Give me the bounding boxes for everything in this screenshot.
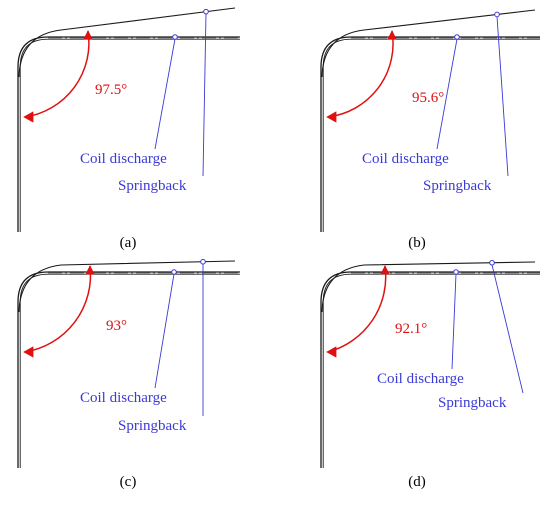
coil-discharge-label: Coil discharge bbox=[80, 390, 167, 406]
angle-arrowhead-bottom bbox=[326, 346, 337, 358]
angle-arrowhead-bottom bbox=[326, 111, 337, 123]
springback-label: Springback bbox=[118, 418, 187, 434]
profile-outer-line bbox=[17, 271, 240, 468]
profile-inner-line bbox=[322, 38, 540, 232]
coil-discharge-label: Coil discharge bbox=[80, 151, 167, 167]
panel-caption: (a) bbox=[120, 235, 137, 251]
panel-caption: (c) bbox=[120, 474, 137, 490]
angle-label: 92.1° bbox=[395, 321, 427, 337]
coil-discharge-label: Coil discharge bbox=[362, 151, 449, 167]
coil-discharge-leader bbox=[451, 273, 457, 370]
profile-outer-line bbox=[320, 271, 540, 468]
coil-discharge-leader bbox=[154, 38, 176, 150]
profile-inner-line bbox=[19, 273, 240, 468]
springback-label: Springback bbox=[118, 178, 187, 194]
springback-marker bbox=[489, 259, 495, 266]
profile-outer-line bbox=[17, 36, 240, 232]
coil-discharge-marker bbox=[171, 269, 177, 275]
coil-discharge-marker bbox=[172, 34, 178, 40]
angle-arrowhead-top bbox=[387, 30, 397, 40]
springback-profile-line bbox=[321, 9, 536, 78]
springback-leader bbox=[491, 264, 524, 394]
angle-arc bbox=[327, 265, 387, 353]
coil-discharge-leader bbox=[436, 38, 458, 150]
springback-profile-line bbox=[321, 261, 536, 313]
springback-label: Springback bbox=[438, 395, 507, 411]
profile-outer-line bbox=[320, 36, 540, 232]
angle-arrowhead-top bbox=[83, 30, 93, 40]
angle-arc bbox=[327, 30, 394, 118]
angle-arrowhead-bottom bbox=[23, 111, 34, 123]
springback-label: Springback bbox=[423, 178, 492, 194]
panel-caption: (b) bbox=[408, 235, 426, 251]
springback-marker bbox=[494, 11, 500, 18]
springback-marker bbox=[200, 258, 206, 265]
coil-discharge-marker bbox=[454, 34, 460, 40]
angle-label: 95.6° bbox=[412, 90, 444, 106]
springback-profile-line bbox=[18, 260, 236, 313]
angle-arrowhead-top bbox=[85, 265, 95, 275]
coil-discharge-leader bbox=[154, 273, 175, 389]
angle-label: 97.5° bbox=[95, 82, 127, 98]
coil-discharge-marker bbox=[453, 269, 459, 275]
angle-arc bbox=[24, 265, 92, 353]
springback-leader bbox=[202, 13, 207, 177]
angle-arrowhead-bottom bbox=[23, 346, 34, 358]
angle-arc bbox=[24, 30, 90, 118]
coil-discharge-label: Coil discharge bbox=[377, 371, 464, 387]
angle-label: 93° bbox=[106, 318, 127, 334]
profile-inner-line bbox=[19, 38, 240, 232]
angle-arrowhead-top bbox=[380, 265, 390, 275]
springback-profile-line bbox=[18, 7, 236, 78]
panel-caption: (d) bbox=[408, 474, 426, 490]
springback-leader bbox=[496, 16, 509, 177]
springback-marker bbox=[203, 8, 209, 15]
